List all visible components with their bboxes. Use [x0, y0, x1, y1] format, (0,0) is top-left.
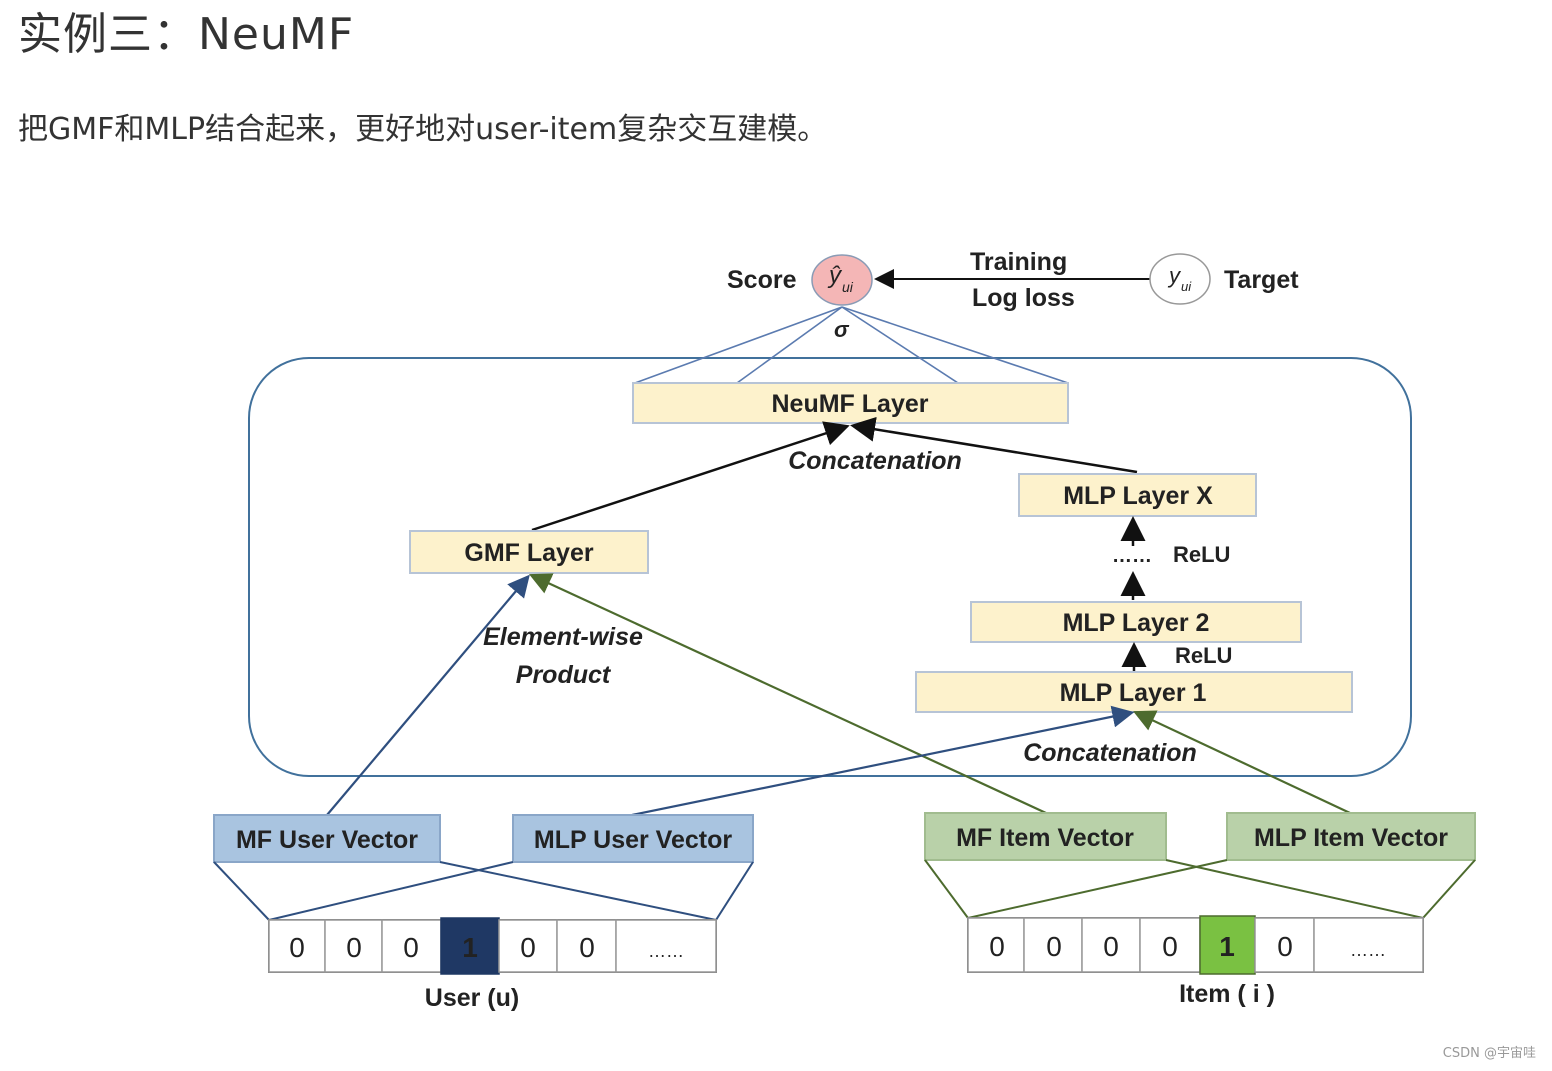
- target-label: Target: [1224, 266, 1299, 294]
- user-embedding-lines: [213, 861, 754, 921]
- user-cell-1: [324, 919, 383, 973]
- user-cell-4: [498, 919, 558, 973]
- mf-user-vector-label: MF User Vector: [236, 826, 418, 854]
- score-label: Score: [727, 266, 797, 294]
- user-cell-2-text: 0: [403, 932, 419, 963]
- item-cell-4-text: 1: [1219, 931, 1235, 962]
- gmf-to-neumf-arrow: [531, 421, 850, 532]
- target-subscript: ui: [1181, 279, 1192, 294]
- item-cell-5: [1254, 917, 1315, 973]
- page-description: 把GMF和MLP结合起来，更好地对user-item复杂交互建模。: [18, 112, 828, 147]
- mf-item-vector-box: [924, 812, 1167, 861]
- concat-top-label: Concatenation: [788, 447, 962, 475]
- user-cell-3: [440, 917, 500, 975]
- item-cell-0: [967, 917, 1025, 973]
- product-label: Product: [516, 661, 612, 689]
- mf-item-to-gmf-arrow: [529, 573, 1047, 814]
- user-onehot-row: 0 0 0 1 0 0 ……: [268, 917, 717, 975]
- score-subscript: ui: [842, 279, 854, 295]
- item-cell-0-text: 0: [989, 931, 1005, 962]
- mlp-item-to-mlp1-arrow: [1133, 710, 1351, 814]
- mf-user-to-gmf-arrow: [326, 574, 530, 816]
- training-label: Training: [970, 248, 1067, 276]
- user-cell-4-text: 0: [520, 932, 536, 963]
- user-cell-0: [268, 919, 326, 973]
- gmf-layer-label: GMF Layer: [464, 539, 593, 567]
- item-label: Item ( i ): [1179, 980, 1275, 1008]
- user-cell-0-text: 0: [289, 932, 305, 963]
- watermark: CSDN @宇宙哇: [1442, 1046, 1536, 1061]
- mlp-item-vector-label: MLP Item Vector: [1254, 824, 1448, 852]
- item-cell-1: [1023, 917, 1083, 973]
- user-label: User (u): [425, 984, 519, 1012]
- user-cell-2: [381, 919, 442, 973]
- mlp-user-to-mlp1-arrow: [631, 705, 1135, 817]
- item-cell-3: [1139, 917, 1201, 973]
- mlp-layer-x-box: [1018, 473, 1257, 517]
- item-cell-5-text: 0: [1277, 931, 1293, 962]
- mlp-layer-1-box: [915, 671, 1353, 713]
- neumf-layer-box: [632, 382, 1069, 424]
- mlp-layer-2-label: MLP Layer 2: [1063, 609, 1210, 637]
- logloss-label: Log loss: [972, 284, 1075, 312]
- user-cell-1-text: 0: [346, 932, 362, 963]
- sigma-connections: [634, 306, 1069, 384]
- mlp-user-vector-box: [512, 814, 754, 863]
- relu-label-1: ReLU: [1173, 542, 1230, 567]
- item-onehot-row: 0 0 0 0 1 0 ……: [967, 915, 1424, 975]
- item-cell-2-text: 0: [1103, 931, 1119, 962]
- gmf-layer-box: [409, 530, 649, 574]
- user-cell-5-text: 0: [579, 932, 595, 963]
- mlp-layer-x-label: MLP Layer X: [1063, 482, 1213, 510]
- concat-bottom-label: Concatenation: [1023, 739, 1197, 767]
- item-embedding-lines: [924, 859, 1476, 919]
- neumf-layer-label: NeuMF Layer: [772, 390, 929, 418]
- relu-label-2: ReLU: [1175, 643, 1232, 668]
- score-symbol: ŷ: [827, 262, 843, 289]
- mlp-user-vector-label: MLP User Vector: [534, 826, 733, 854]
- item-cell-3-text: 0: [1162, 931, 1178, 962]
- mf-item-vector-label: MF Item Vector: [956, 824, 1134, 852]
- mlpx-to-neumf-arrow: [850, 416, 1138, 474]
- model-frame: [248, 357, 1412, 777]
- item-cell-4: [1199, 915, 1256, 975]
- user-cell-3-text: 1: [462, 932, 478, 963]
- user-cell-6: [615, 919, 717, 973]
- target-symbol: y: [1167, 263, 1182, 288]
- sigma-label: σ: [834, 317, 850, 342]
- mlp-layer-1-label: MLP Layer 1: [1060, 679, 1207, 707]
- page-title: 实例三：NeuMF: [18, 9, 355, 60]
- elementwise-label: Element-wise: [483, 623, 643, 651]
- mlp-item-vector-box: [1226, 812, 1476, 861]
- mf-user-vector-box: [213, 814, 441, 863]
- score-node: [811, 254, 873, 306]
- item-cell-6-text: ……: [1350, 940, 1386, 960]
- user-cell-6-text: ……: [648, 941, 684, 961]
- item-cell-6: [1313, 917, 1424, 973]
- layer-dots: ……: [1112, 545, 1152, 567]
- item-cell-1-text: 0: [1046, 931, 1062, 962]
- mlp-layer-2-box: [970, 601, 1302, 643]
- target-node: [1149, 253, 1211, 305]
- user-cell-5: [556, 919, 617, 973]
